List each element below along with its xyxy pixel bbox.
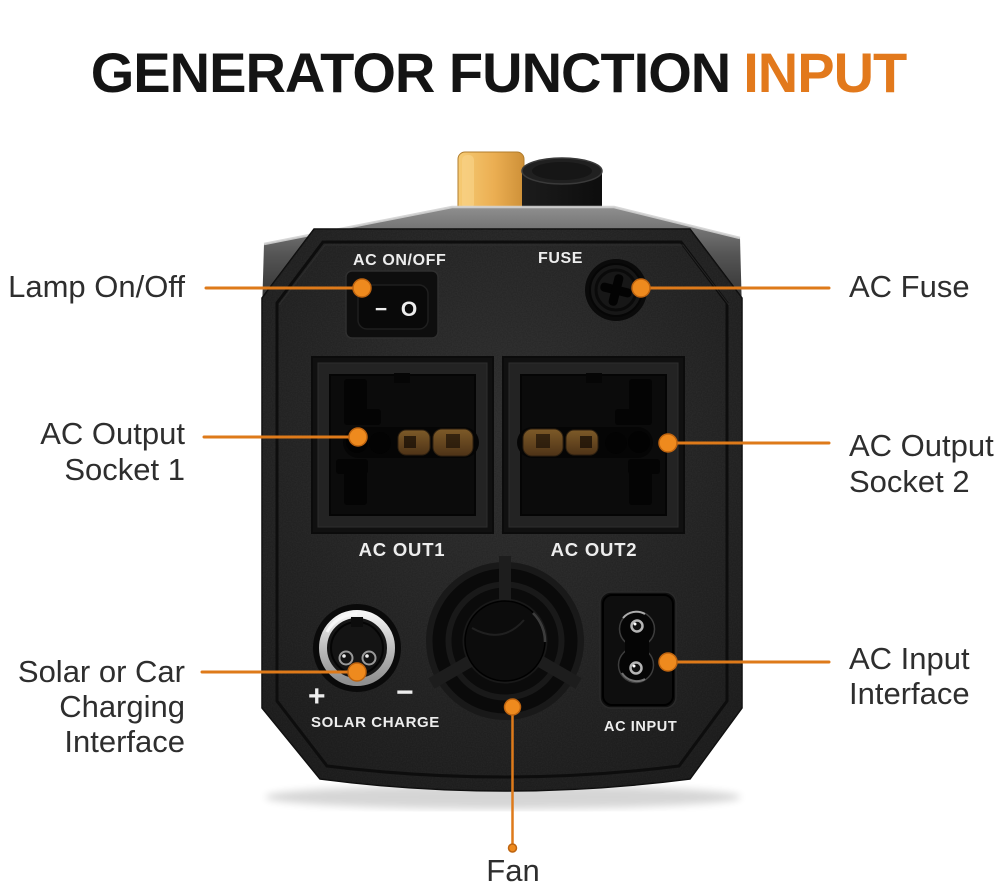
callout-solar-line1: Solar or Car: [17, 654, 185, 689]
ac-out1-label: AC OUT1: [359, 539, 446, 560]
title-black-part: GENERATOR FUNCTION: [90, 40, 731, 104]
rocker-on-symbol: O: [401, 298, 417, 321]
callout-ac-input: AC Input Interface: [849, 641, 970, 711]
callout-ac-fuse-text: AC Fuse: [849, 269, 970, 304]
ac-output-socket-1: [311, 356, 494, 534]
callout-solar-line3: Interface: [64, 724, 185, 759]
callout-lamp-text: Lamp On/Off: [8, 269, 185, 304]
phillips-slot-icon: [600, 274, 632, 306]
ac-out2-label: AC OUT2: [551, 539, 638, 560]
callout-ac-input-line2: Interface: [849, 676, 970, 711]
callout-lamp: Lamp On/Off: [8, 269, 185, 305]
dot-ac-input: [658, 652, 678, 672]
ac-input-label: AC INPUT: [604, 719, 677, 735]
leader-dots: [347, 278, 678, 853]
dot-fan-top: [503, 698, 522, 716]
ac-output-socket-2: [502, 356, 685, 534]
dot-fan-end: [507, 843, 518, 853]
callout-output1-line2: Socket 1: [64, 452, 185, 487]
switch-label: AC ON/OFF: [353, 252, 446, 269]
dot-out1: [348, 427, 368, 447]
callout-output2: AC Output Socket 2: [849, 428, 994, 500]
panel-groove: [275, 240, 729, 779]
dot-out2: [658, 433, 678, 453]
callout-solar-line2: Charging: [59, 689, 185, 724]
dot-fuse: [631, 278, 651, 298]
rocker-off-symbol: −: [375, 298, 387, 321]
dot-lamp: [352, 278, 372, 298]
dc-knob: [521, 157, 603, 213]
ac-input-inlet: [599, 591, 677, 709]
callout-fan-text: Fan: [486, 853, 540, 888]
callout-ac-input-line1: AC Input: [849, 641, 970, 676]
callout-fan: Fan: [433, 853, 593, 889]
callout-ac-fuse: AC Fuse: [849, 269, 970, 305]
callout-output1: AC Output Socket 1: [40, 416, 185, 488]
title-accent-part: INPUT: [743, 40, 907, 104]
callout-output2-line1: AC Output: [849, 428, 994, 463]
dot-solar: [347, 662, 367, 682]
callout-solar: Solar or Car Charging Interface: [18, 654, 185, 759]
solar-charge-label: SOLAR CHARGE: [311, 714, 440, 731]
callout-output1-line1: AC Output: [40, 416, 185, 451]
ground-shadow: [265, 785, 741, 809]
solar-minus-symbol: −: [396, 676, 414, 709]
fuse-label: FUSE: [538, 250, 583, 267]
fuse-holder: [585, 259, 647, 321]
solar-charge-port: [313, 604, 401, 692]
solar-plus-symbol: +: [308, 680, 326, 713]
leader-lines: [200, 286, 831, 850]
callout-output2-line2: Socket 2: [849, 464, 970, 499]
xt60-connector: [457, 151, 525, 215]
